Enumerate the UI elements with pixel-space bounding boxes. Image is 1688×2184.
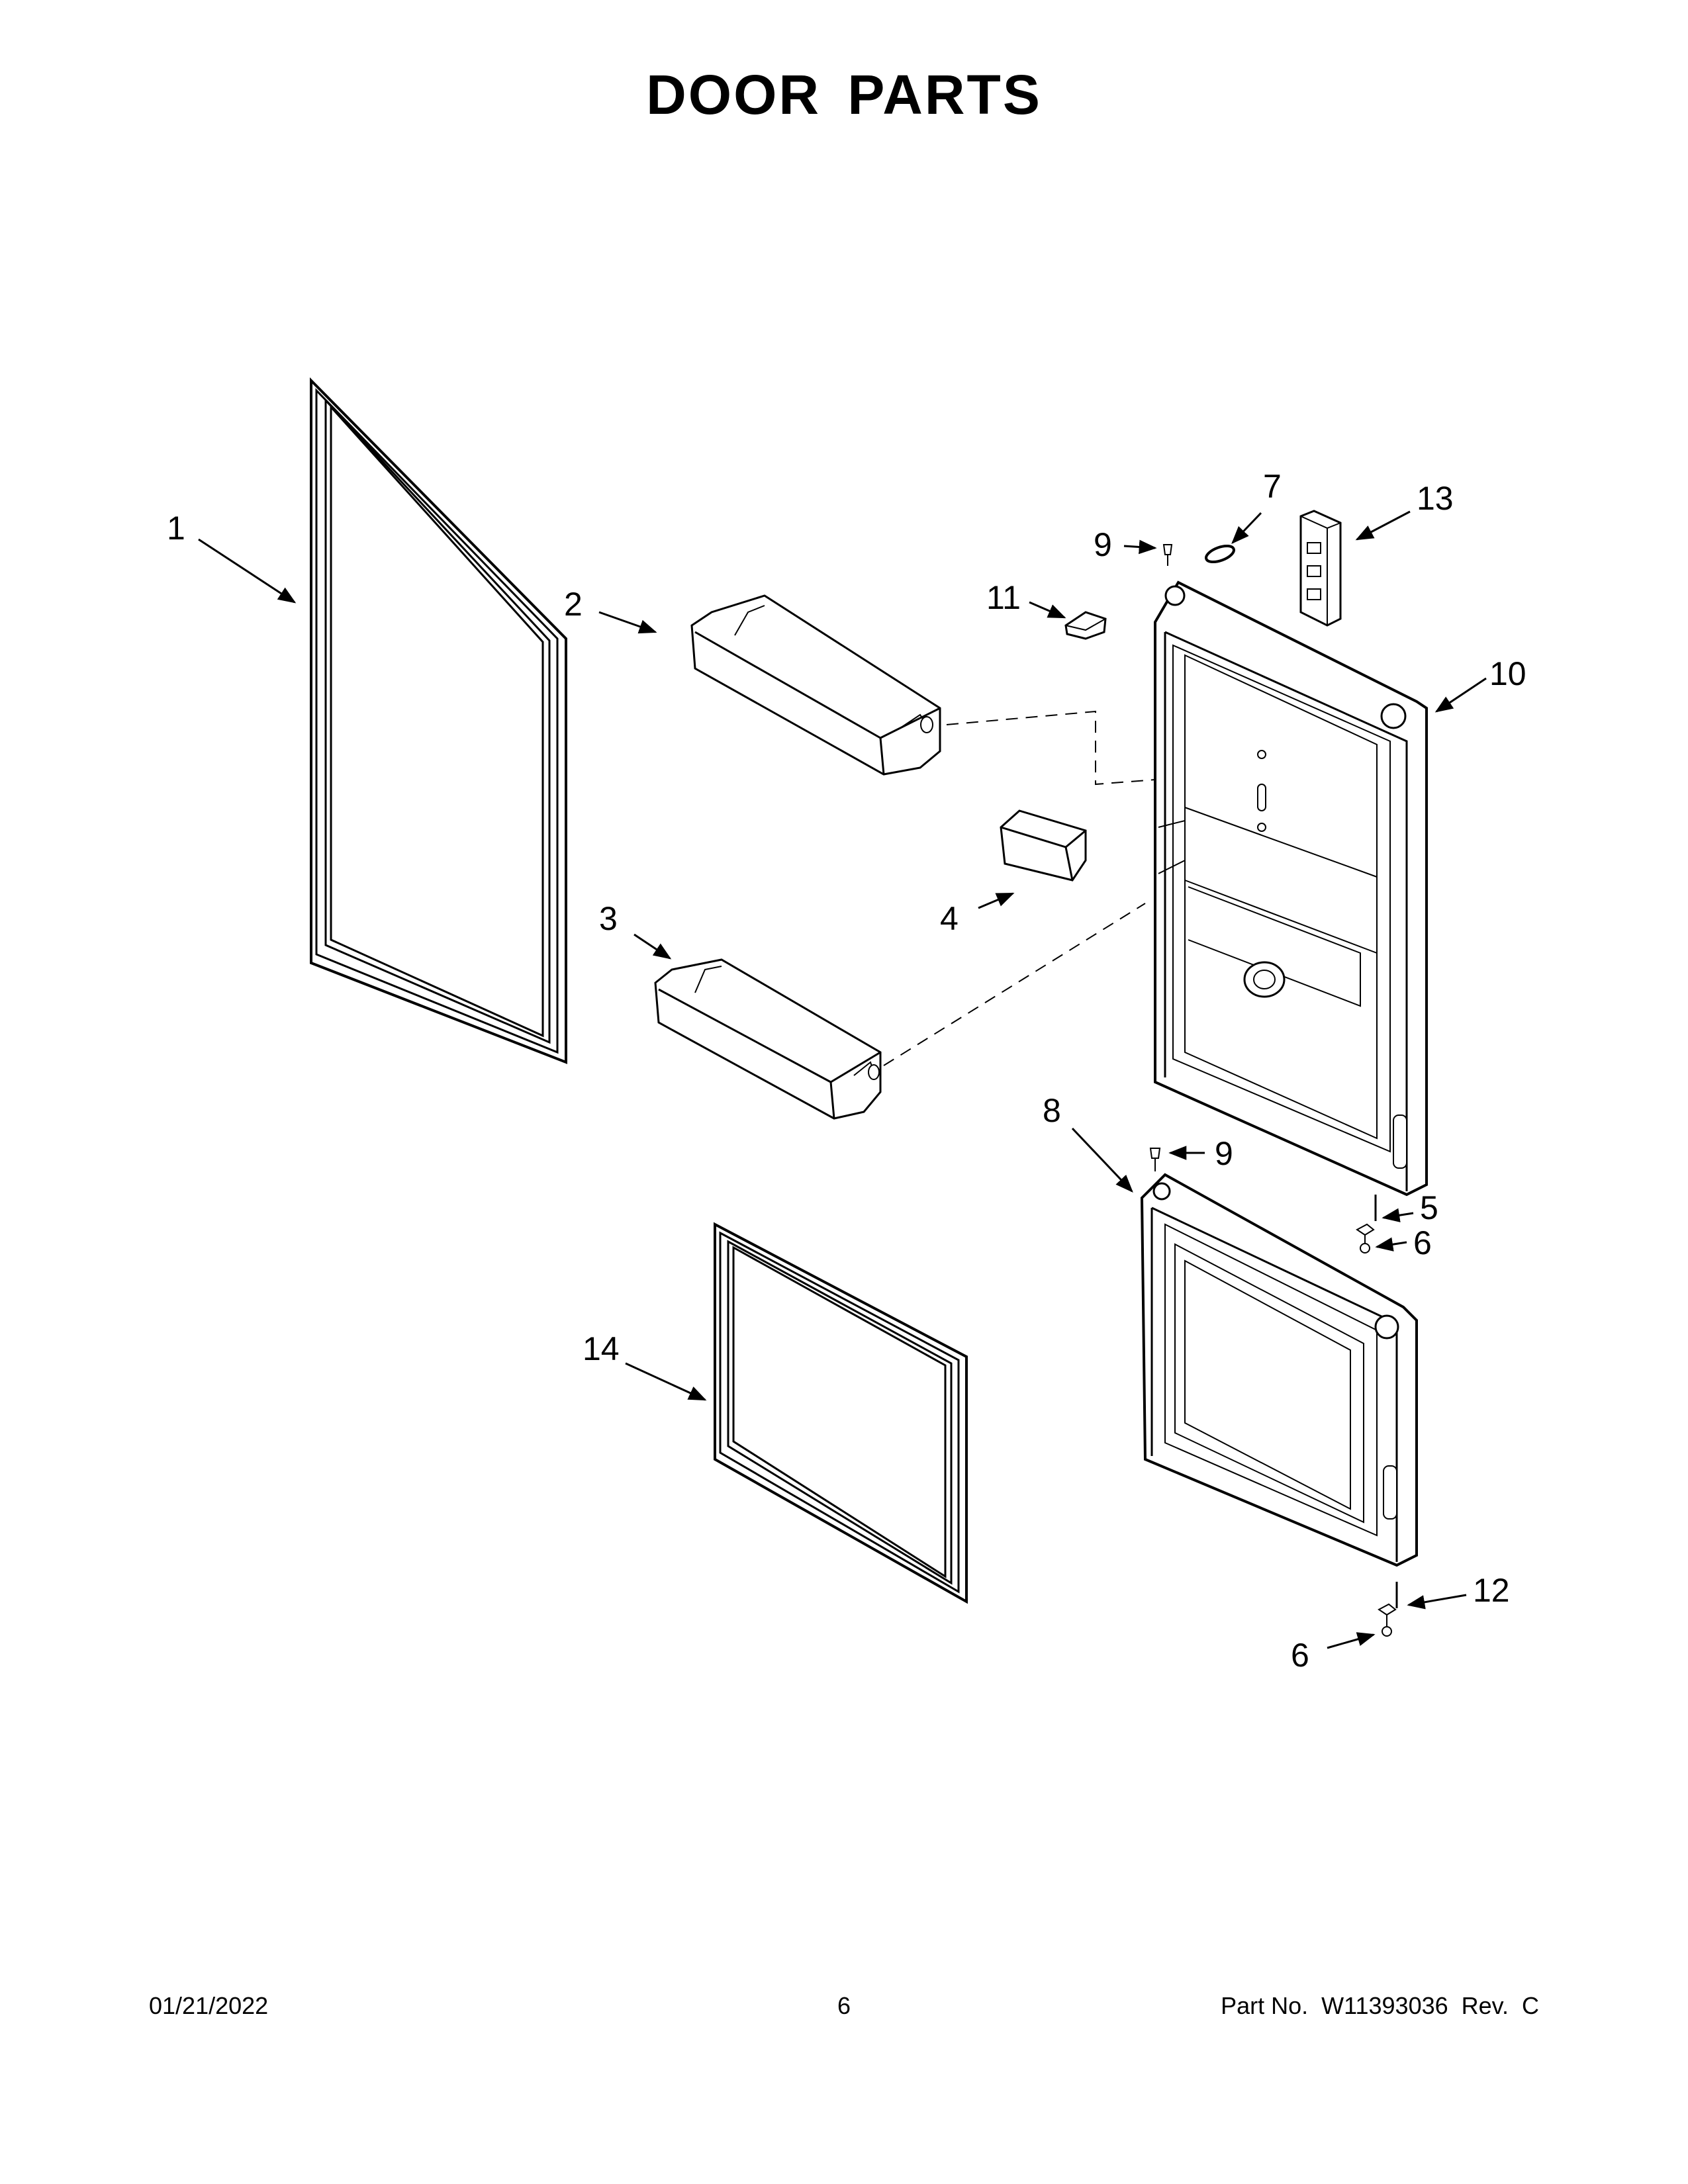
lower-door: [1140, 1173, 1418, 1567]
callout-9-upper: 9: [1094, 526, 1112, 563]
callout-10: 10: [1489, 655, 1526, 692]
door-bin-upper: [690, 594, 941, 776]
ring-part: [1205, 544, 1235, 564]
callout-1: 1: [167, 510, 185, 547]
door-gasket-small: [714, 1222, 968, 1604]
callout-13: 13: [1417, 480, 1454, 517]
footer-part-number: Part No. W11393036 Rev. C: [1221, 1992, 1539, 2019]
callout-7: 7: [1263, 468, 1282, 505]
door-gasket-large: [310, 377, 567, 1064]
footer-page-number: 6: [837, 1992, 851, 2019]
small-bin: [1000, 809, 1087, 882]
alignment-lines: [883, 710, 1182, 1066]
hinge-cover: [1064, 611, 1107, 640]
callout-11: 11: [986, 579, 1021, 616]
callout-3: 3: [599, 900, 618, 937]
callout-4: 4: [940, 900, 959, 937]
callout-labels: 1 2 3 4 5 6 6 7 8 9 9 10 11 12 13 14: [167, 468, 1526, 1674]
callout-14: 14: [583, 1330, 620, 1367]
callout-2: 2: [564, 586, 583, 623]
door-bin-lower: [654, 958, 882, 1120]
screws: [1149, 544, 1398, 1637]
page-title: DOOR PARTS: [646, 64, 1042, 126]
footer-date: 01/21/2022: [149, 1992, 269, 2019]
callout-5: 5: [1420, 1189, 1438, 1226]
upper-door: [1154, 580, 1428, 1197]
callout-6-lower: 6: [1291, 1637, 1309, 1674]
callout-12: 12: [1473, 1572, 1510, 1609]
callout-6-upper: 6: [1413, 1224, 1432, 1261]
callout-arrows: [198, 510, 1487, 1649]
control-panel: [1299, 510, 1342, 627]
callout-9-lower: 9: [1215, 1135, 1233, 1172]
callout-8: 8: [1043, 1092, 1061, 1129]
